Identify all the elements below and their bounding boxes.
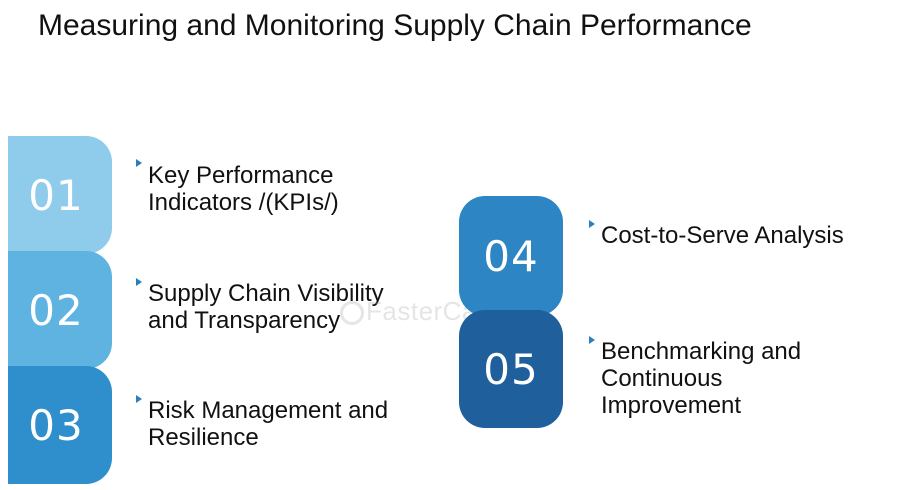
step-label-03: Risk Management and Resilience <box>148 397 389 451</box>
step-block-03: 03 <box>8 366 112 484</box>
triangle-right-icon <box>136 278 142 286</box>
triangle-right-icon <box>589 336 595 344</box>
triangle-right-icon <box>136 395 142 403</box>
step-label-05: Benchmarking and Continuous Improvement <box>601 338 802 419</box>
triangle-right-icon <box>589 220 595 228</box>
step-block-05: 05 <box>459 310 563 428</box>
watermark-logo-icon <box>340 301 364 326</box>
step-number-01: 01 <box>28 170 84 220</box>
step-label-04: Cost-to-Serve Analysis <box>601 222 844 249</box>
step-label-01: Key Performance Indicators /(KPIs/) <box>148 162 339 216</box>
step-number-05: 05 <box>483 344 539 394</box>
step-number-04: 04 <box>483 231 539 281</box>
page-title: Measuring and Monitoring Supply Chain Pe… <box>38 9 752 42</box>
triangle-right-icon <box>136 159 142 167</box>
step-number-02: 02 <box>28 285 84 335</box>
step-label-02: Supply Chain Visibility and Transparency <box>148 280 384 334</box>
step-block-04: 04 <box>459 196 563 316</box>
step-block-01: 01 <box>8 136 112 254</box>
step-block-02: 02 <box>8 251 112 369</box>
step-number-03: 03 <box>28 400 84 450</box>
